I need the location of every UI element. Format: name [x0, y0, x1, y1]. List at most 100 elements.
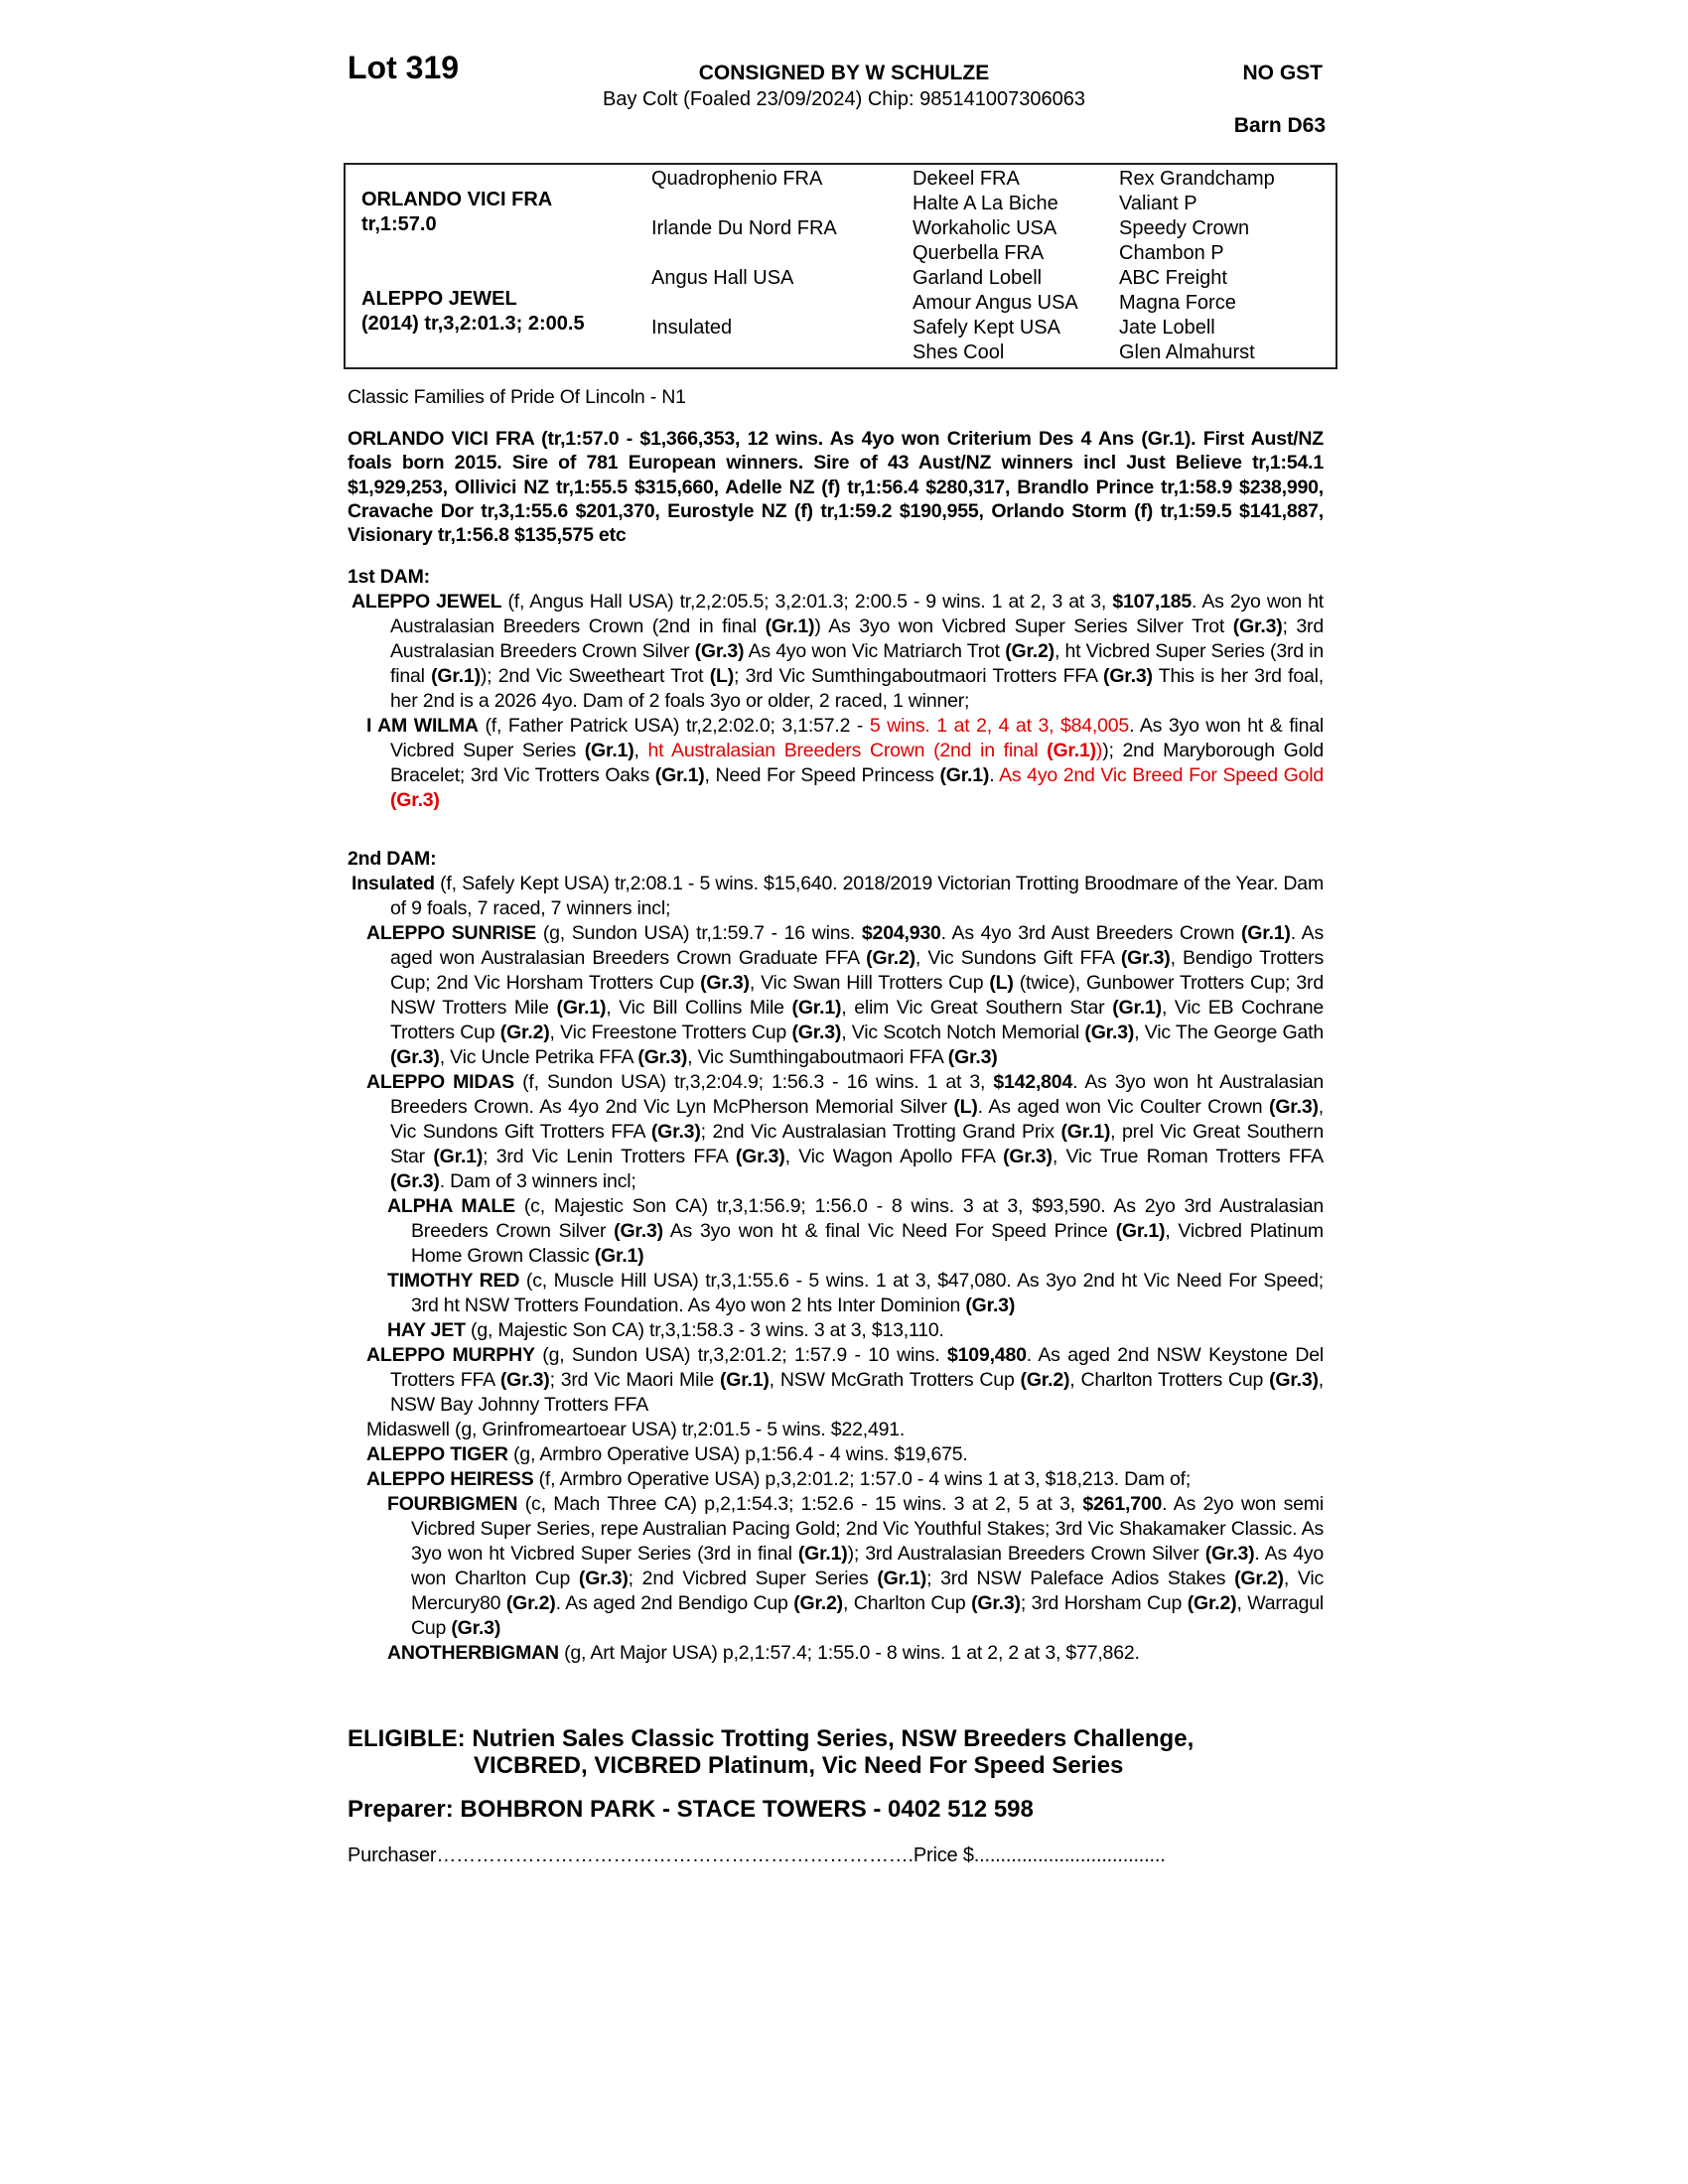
text-segment: (Gr.3) — [1269, 1369, 1319, 1391]
text-segment: (Gr.3) — [1084, 1022, 1135, 1043]
text-segment: ; 3rd NSW Paleface Adios Stakes — [926, 1568, 1235, 1589]
text-segment: (Gr.2) — [866, 947, 915, 969]
text-segment: . As aged won Vic Coulter Crown — [977, 1096, 1270, 1118]
text-segment: ALEPPO JEWEL — [352, 591, 502, 613]
consignor: CONSIGNED BY W SCHULZE — [698, 62, 990, 84]
text-segment: . As 3yo won ht & final Vicbred Super Se… — [390, 715, 1324, 761]
text-segment: $142,804 — [993, 1071, 1073, 1093]
text-segment: (Gr.3) — [637, 1046, 688, 1068]
text-segment: , Bendigo Trotters Cup; 2nd Vic Horsham … — [390, 947, 1324, 994]
text-segment: (Gr.3) — [1232, 615, 1283, 637]
text-segment: (g, Art Major USA) p,2,1:57.4; 1:55.0 - … — [558, 1642, 1140, 1664]
progeny-entry: HAY JET (g, Majestic Son CA) tr,3,1:58.3… — [348, 1318, 1324, 1343]
text-segment: (g, Sundon USA) tr,1:59.7 - 16 wins. — [536, 922, 862, 944]
text-segment: . As 4yo 3rd Aust Breeders Crown — [940, 922, 1241, 944]
pedigree-ancestor: Valiant P — [1119, 193, 1197, 214]
pedigree-ancestor: Halte A La Biche — [913, 193, 1058, 214]
text-segment: (g, Armbro Operative USA) p,1:56.4 - 4 w… — [507, 1443, 968, 1465]
text-segment: , Need For Speed Princess — [704, 764, 940, 786]
text-segment: As 3yo won ht & final Vic Need For Speed… — [662, 1220, 1116, 1242]
text-segment: , NSW Bay Johnny Trotters FFA — [390, 1369, 1325, 1416]
text-segment: , prel Vic Great Southern Star — [390, 1121, 1324, 1167]
progeny-entry: ALEPPO SUNRISE (g, Sundon USA) tr,1:59.7… — [348, 921, 1324, 1070]
text-segment: (Gr.1) — [433, 1146, 484, 1167]
text-segment: (g, Sundon USA) tr,3,2:01.2; 1:57.9 - 10… — [534, 1344, 947, 1366]
text-segment: (Gr.3) — [1204, 1543, 1255, 1565]
text-segment: ANOTHERBIGMAN — [387, 1642, 559, 1664]
text-segment: (Gr.1) — [719, 1369, 770, 1391]
text-segment: (f, Sundon USA) tr,3,2:04.9; 1:56.3 - 16… — [513, 1071, 994, 1093]
text-segment: (Gr.1) — [1115, 1220, 1166, 1242]
text-segment: , ht Vicbred Super Series (3rd in final — [390, 640, 1325, 687]
text-segment: $204,930 — [861, 922, 941, 944]
text-segment: (f, Safely Kept USA) tr,2:08.1 - 5 wins.… — [390, 873, 1324, 919]
text-segment: (Gr.1) — [584, 740, 634, 761]
text-segment: (Gr.1) — [791, 997, 842, 1019]
text-segment: ) As 3yo won Vicbred Super Series Silver… — [814, 615, 1233, 637]
text-segment: , elim Vic Great Southern Star — [841, 997, 1113, 1019]
text-segment: (Gr.3) — [1269, 1096, 1319, 1118]
text-segment: (Gr.2) — [1005, 640, 1055, 662]
barn-location: Barn D63 — [1233, 114, 1326, 137]
text-segment: (Gr.3) — [1103, 665, 1153, 687]
text-segment: (Gr.2) — [1187, 1592, 1237, 1614]
text-segment: (c, Muscle Hill USA) tr,3,1:55.6 - 5 win… — [411, 1270, 1325, 1316]
text-segment: 5 wins. 1 at 2, 4 at 3, $84,005 — [869, 715, 1130, 737]
text-segment: ; 2nd Vicbred Super Series — [628, 1568, 878, 1589]
text-segment: , Vic True Roman Trotters FFA — [1052, 1146, 1324, 1167]
text-segment: (L) — [953, 1096, 978, 1118]
text-segment: , Vic Wagon Apollo FFA — [784, 1146, 1004, 1167]
progeny-entry: ALPHA MALE (c, Majestic Son CA) tr,3,1:5… — [348, 1194, 1324, 1269]
text-segment: (twice), Gunbower Trotters Cup; 3rd NSW … — [390, 972, 1324, 1019]
text-segment: , Vic Mercury80 — [411, 1568, 1324, 1614]
text-segment: HAY JET — [387, 1319, 466, 1341]
text-segment: (Gr.1) — [431, 665, 481, 687]
first-dam-heading: 1st DAM: — [348, 566, 430, 588]
text-segment: . As 3yo won ht Australasian Breeders Cr… — [390, 1071, 1325, 1118]
text-segment: (Gr.3) — [700, 972, 750, 994]
text-segment: , Vic Uncle Petrika FFA — [439, 1046, 638, 1068]
text-segment: , Vic Freestone Trotters Cup — [549, 1022, 792, 1043]
text-segment: Midaswell (g, Grinfromeartoear USA) tr,2… — [366, 1419, 906, 1440]
text-segment: (Gr.3) — [614, 1220, 663, 1242]
progeny-entry: ALEPPO JEWEL (f, Angus Hall USA) tr,2,2:… — [348, 590, 1324, 714]
text-segment: $107,185 — [1112, 591, 1193, 613]
second-dam-section: Insulated (f, Safely Kept USA) tr,2:08.1… — [348, 872, 1324, 1666]
text-segment: . As aged won Australasian Breeders Crow… — [390, 922, 1325, 969]
progeny-entry: FOURBIGMEN (c, Mach Three CA) p,2,1:54.3… — [348, 1492, 1324, 1641]
text-segment: ALPHA MALE — [387, 1195, 515, 1217]
text-segment: (f, Father Patrick USA) tr,2,2:02.0; 3,1… — [478, 715, 870, 737]
text-segment: (Gr.1) — [765, 615, 815, 637]
pedigree-ancestor: Quadrophenio FRA — [651, 168, 823, 190]
text-segment: (g, Majestic Son CA) tr,3,1:58.3 - 3 win… — [465, 1319, 944, 1341]
eligibility: ELIGIBLE: Nutrien Sales Classic Trotting… — [348, 1725, 1324, 1779]
pedigree-ancestor: Dekeel FRA — [913, 168, 1020, 190]
pedigree-ancestor: Querbella FRA — [913, 242, 1045, 264]
text-segment: ); 2nd Vic Sweetheart Trot — [480, 665, 710, 687]
lot-number: Lot 319 — [348, 50, 460, 85]
progeny-entry: ALEPPO MIDAS (f, Sundon USA) tr,3,2:04.9… — [348, 1070, 1324, 1194]
horse-description: Bay Colt (Foaled 23/09/2024) Chip: 98514… — [603, 88, 1085, 110]
text-segment: , Vic The George Gath — [1134, 1022, 1324, 1043]
pedigree-ancestor: Angus Hall USA — [651, 267, 794, 289]
text-segment: (Gr.2) — [505, 1592, 556, 1614]
text-segment: , Vicbred Platinum Home Grown Classic — [411, 1220, 1324, 1267]
text-segment: (Gr.3) — [1120, 947, 1171, 969]
text-segment: . As aged 2nd NSW Keystone Del Trotters … — [390, 1344, 1324, 1391]
text-segment: , Charlton Trotters Cup — [1069, 1369, 1270, 1391]
text-segment: , Vic Sundons Gift Trotters FFA — [390, 1096, 1324, 1143]
text-segment: , — [633, 740, 648, 761]
text-segment: (Gr.3) — [694, 640, 745, 662]
text-segment: (Gr.2) — [1234, 1568, 1284, 1589]
text-segment: , Vic EB Cochrane Trotters Cup — [390, 997, 1325, 1043]
pedigree-ancestor: Insulated — [651, 317, 733, 339]
text-segment: , Vic Bill Collins Mile — [606, 997, 792, 1019]
text-segment: . As 4yo won Charlton Cup — [411, 1543, 1325, 1589]
text-segment: I AM WILMA — [366, 715, 479, 737]
pedigree-ancestor: ABC Freight — [1119, 267, 1227, 289]
text-segment: (c, Majestic Son CA) tr,3,1:56.9; 1:56.0… — [411, 1195, 1324, 1242]
second-dam-heading: 2nd DAM: — [348, 848, 437, 870]
text-segment: (Gr.1) — [654, 764, 705, 786]
progeny-entry: Midaswell (g, Grinfromeartoear USA) tr,2… — [348, 1418, 1324, 1442]
text-segment: (Gr.1) — [797, 1543, 848, 1565]
